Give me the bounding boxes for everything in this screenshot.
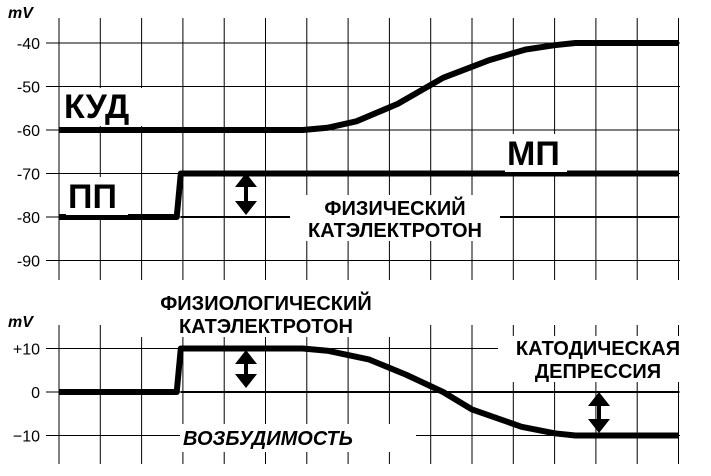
bottom-y-tick-label: −10 (13, 429, 40, 446)
top-y-tick-label: -50 (17, 80, 40, 97)
cathodic-depression-arrow (588, 392, 610, 433)
excitability-series-label: ВОЗБУДИМОСТЬ (183, 428, 353, 450)
bottom-series (59, 345, 679, 439)
bottom-series-line-0 (59, 345, 679, 439)
top-y-tick-labels: -40 -50 -60 -70 -80 -90 (17, 36, 40, 271)
top-y-tick-label: -70 (17, 167, 40, 184)
bottom-y-axis-unit: mV (8, 314, 34, 331)
physical-catelectroton-arrow (235, 173, 257, 215)
physiological-catelectroton-line1: ФИЗИОЛОГИЧЕСКИЙ (160, 291, 372, 315)
cathodic-depression-line1: КАТОДИЧЕСКАЯ (516, 338, 680, 360)
top-series-line-0 (59, 40, 679, 133)
top-y-tick-label: -60 (17, 123, 40, 140)
kud-series-label: КУД (64, 88, 129, 126)
physiological-catelectroton-line2: КАТЭЛЕКТРОТОН (179, 316, 353, 338)
top-y-tick-label: -40 (17, 36, 40, 53)
top-series-line-1 (59, 170, 679, 220)
physiological-catelectroton-arrow (235, 350, 257, 388)
physical-catelectroton-line2: КАТЭЛЕКТРОТОН (308, 220, 482, 242)
bottom-y-tick-label: +10 (13, 342, 40, 359)
top-y-tick-label: -80 (17, 210, 40, 227)
top-y-axis-unit: mV (8, 5, 34, 22)
physical-catelectroton-line1: ФИЗИЧЕСКИЙ (324, 196, 465, 220)
pp-series-label: ПП (68, 178, 117, 216)
top-y-tick-label: -90 (17, 254, 40, 271)
bottom-y-tick-label: 0 (31, 385, 40, 402)
cathodic-depression-line2: ДЕПРЕССИЯ (535, 361, 661, 383)
mp-label: МП (507, 135, 560, 173)
bottom-y-tick-labels: +10 0 −10 (13, 342, 40, 446)
